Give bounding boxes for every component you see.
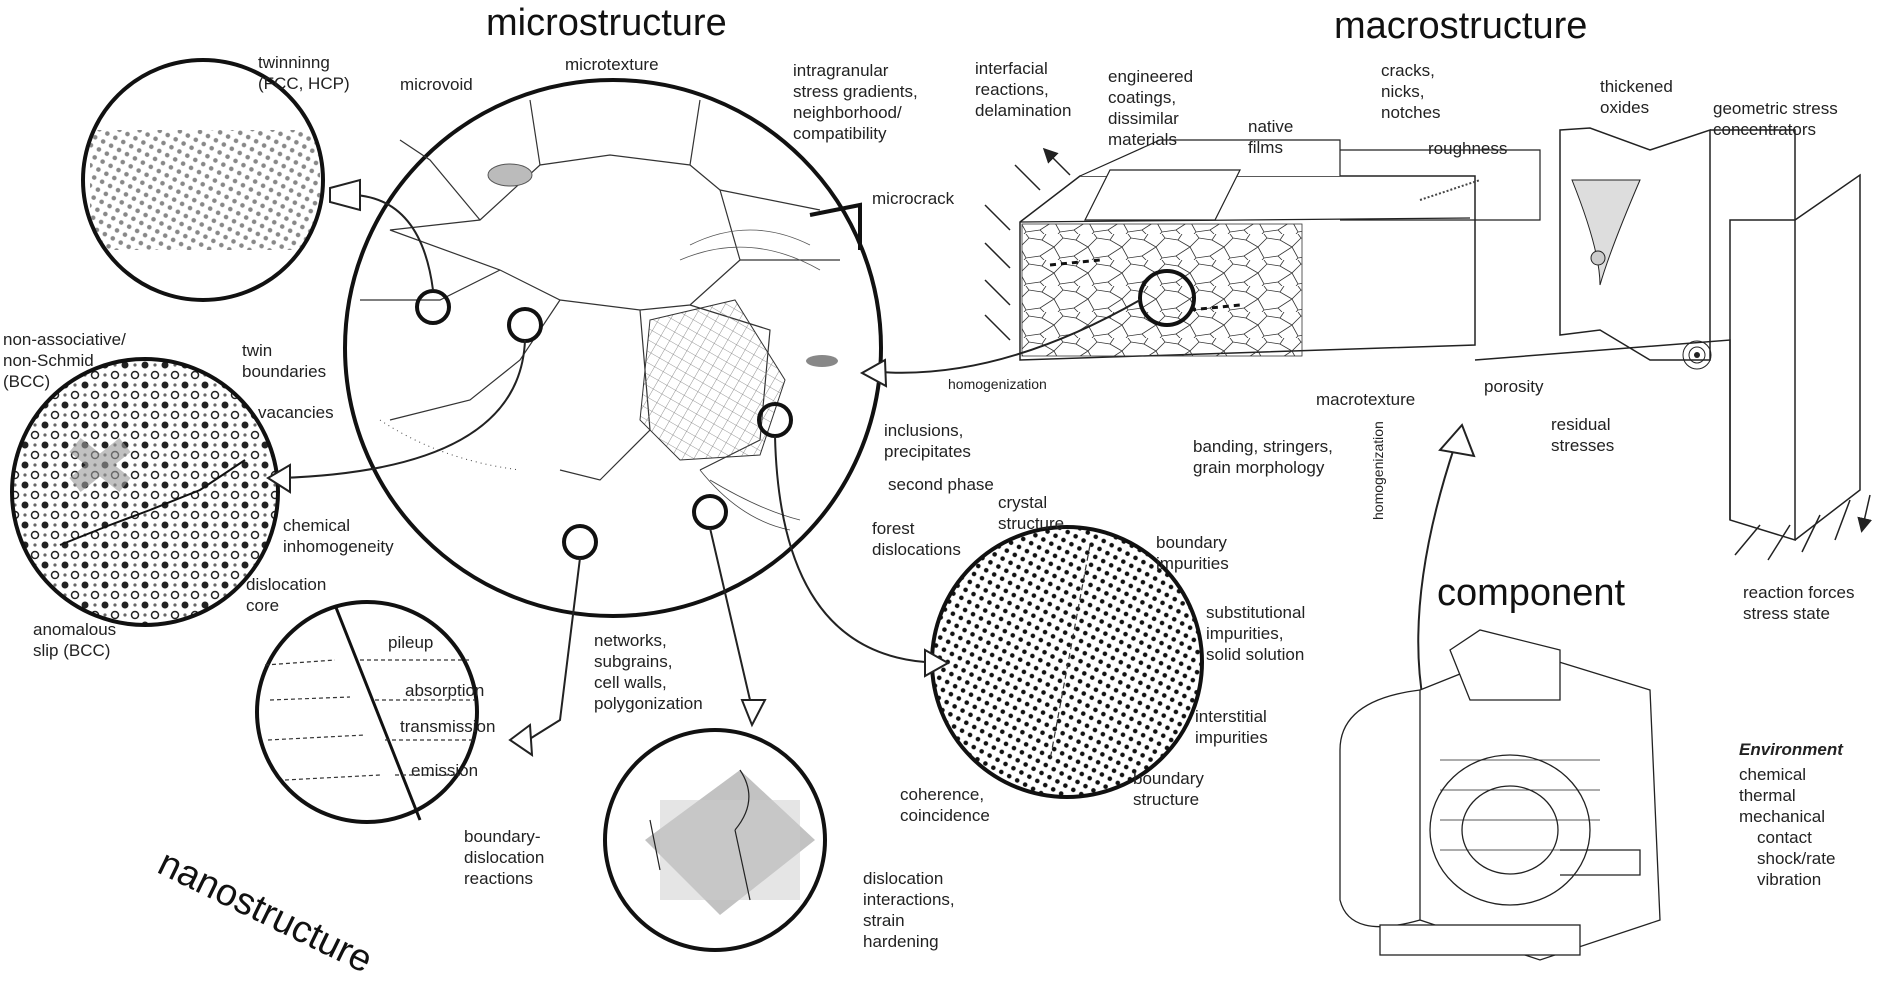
label-pileup: pileup [388, 632, 433, 653]
label-second-phase: second phase [888, 474, 994, 495]
label-substitutional: substitutional impurities, solid solutio… [1206, 602, 1305, 665]
label-macrotexture: macrotexture [1316, 389, 1415, 410]
macrostructure-title: macrostructure [1334, 5, 1587, 48]
label-interfacial: interfacial reactions, delamination [975, 58, 1071, 121]
dislocation-interaction-circle [605, 730, 825, 950]
macrostructure-bar [985, 128, 1870, 560]
label-reaction-forces: reaction forces stress state [1743, 582, 1855, 624]
label-coherence: coherence, coincidence [900, 784, 990, 826]
label-native-films: native films [1248, 116, 1293, 158]
label-boundary-structure: boundary structure [1133, 768, 1204, 810]
pore [1591, 251, 1605, 265]
motor-component [1340, 630, 1660, 960]
label-chemical-inhomogeneity: chemical inhomogeneity [283, 515, 394, 557]
label-cracks: cracks, nicks, notches [1381, 60, 1441, 123]
label-engineered: engineered coatings, dissimilar material… [1108, 66, 1193, 150]
lattice-circle [12, 359, 278, 625]
label-anomalous-slip: anomalous slip (BCC) [33, 619, 116, 661]
label-emission: emission [411, 760, 478, 781]
label-inclusions: inclusions, precipitates [884, 420, 971, 462]
label-dislocation-core: dislocation core [246, 574, 326, 616]
inclusion-shape [806, 355, 838, 367]
label-interstitial: interstitial impurities [1195, 706, 1268, 748]
label-networks: networks, subgrains, cell walls, polygon… [594, 630, 703, 714]
label-non-associative: non-associative/ non-Schmid (BCC) [3, 329, 126, 392]
label-absorption: absorption [405, 680, 484, 701]
environment-items: chemical thermal mechanical [1739, 764, 1825, 827]
environment-sub-items: contact shock/rate vibration [1757, 827, 1835, 890]
label-homogenization-horizontal: homogenization [948, 374, 1047, 395]
label-geometric: geometric stress concentrators [1713, 98, 1838, 140]
microstructure-circle [345, 80, 881, 616]
label-dislocation-interactions: dislocation interactions, strain hardeni… [863, 868, 955, 952]
label-twin-boundaries: twin boundaries [242, 340, 326, 382]
label-boundary-impurities: boundary impurities [1156, 532, 1229, 574]
label-forest-dislocations: forest dislocations [872, 518, 961, 560]
microvoid-shape [488, 164, 532, 186]
component-title: component [1437, 572, 1625, 615]
label-homogenization-vertical: homogenization [1368, 421, 1389, 520]
label-twinning: twinninng (FCC, HCP) [258, 52, 350, 94]
label-roughness: roughness [1428, 138, 1507, 159]
label-microcrack: microcrack [872, 188, 954, 209]
grain-region [1022, 224, 1302, 356]
label-microvoid: microvoid [400, 74, 473, 95]
label-boundary-dislocation: boundary- dislocation reactions [464, 826, 544, 889]
label-transmission: transmission [400, 716, 495, 737]
label-banding: banding, stringers, grain morphology [1193, 436, 1333, 478]
label-residual-stresses: residual stresses [1551, 414, 1614, 456]
twinning-circle [83, 60, 323, 300]
label-intragranular: intragranular stress gradients, neighbor… [793, 60, 918, 144]
label-porosity: porosity [1484, 376, 1544, 397]
label-crystal-structure: crystal structure [998, 492, 1064, 534]
microstructure-title: microstructure [486, 2, 727, 45]
boundary-dislocation-circle [257, 602, 477, 822]
label-microtexture: microtexture [565, 54, 659, 75]
label-thickened-oxides: thickened oxides [1600, 76, 1673, 118]
engineered-coating [1085, 170, 1240, 220]
label-vacancies: vacancies [258, 402, 334, 423]
environment-heading: Environment [1739, 739, 1843, 760]
